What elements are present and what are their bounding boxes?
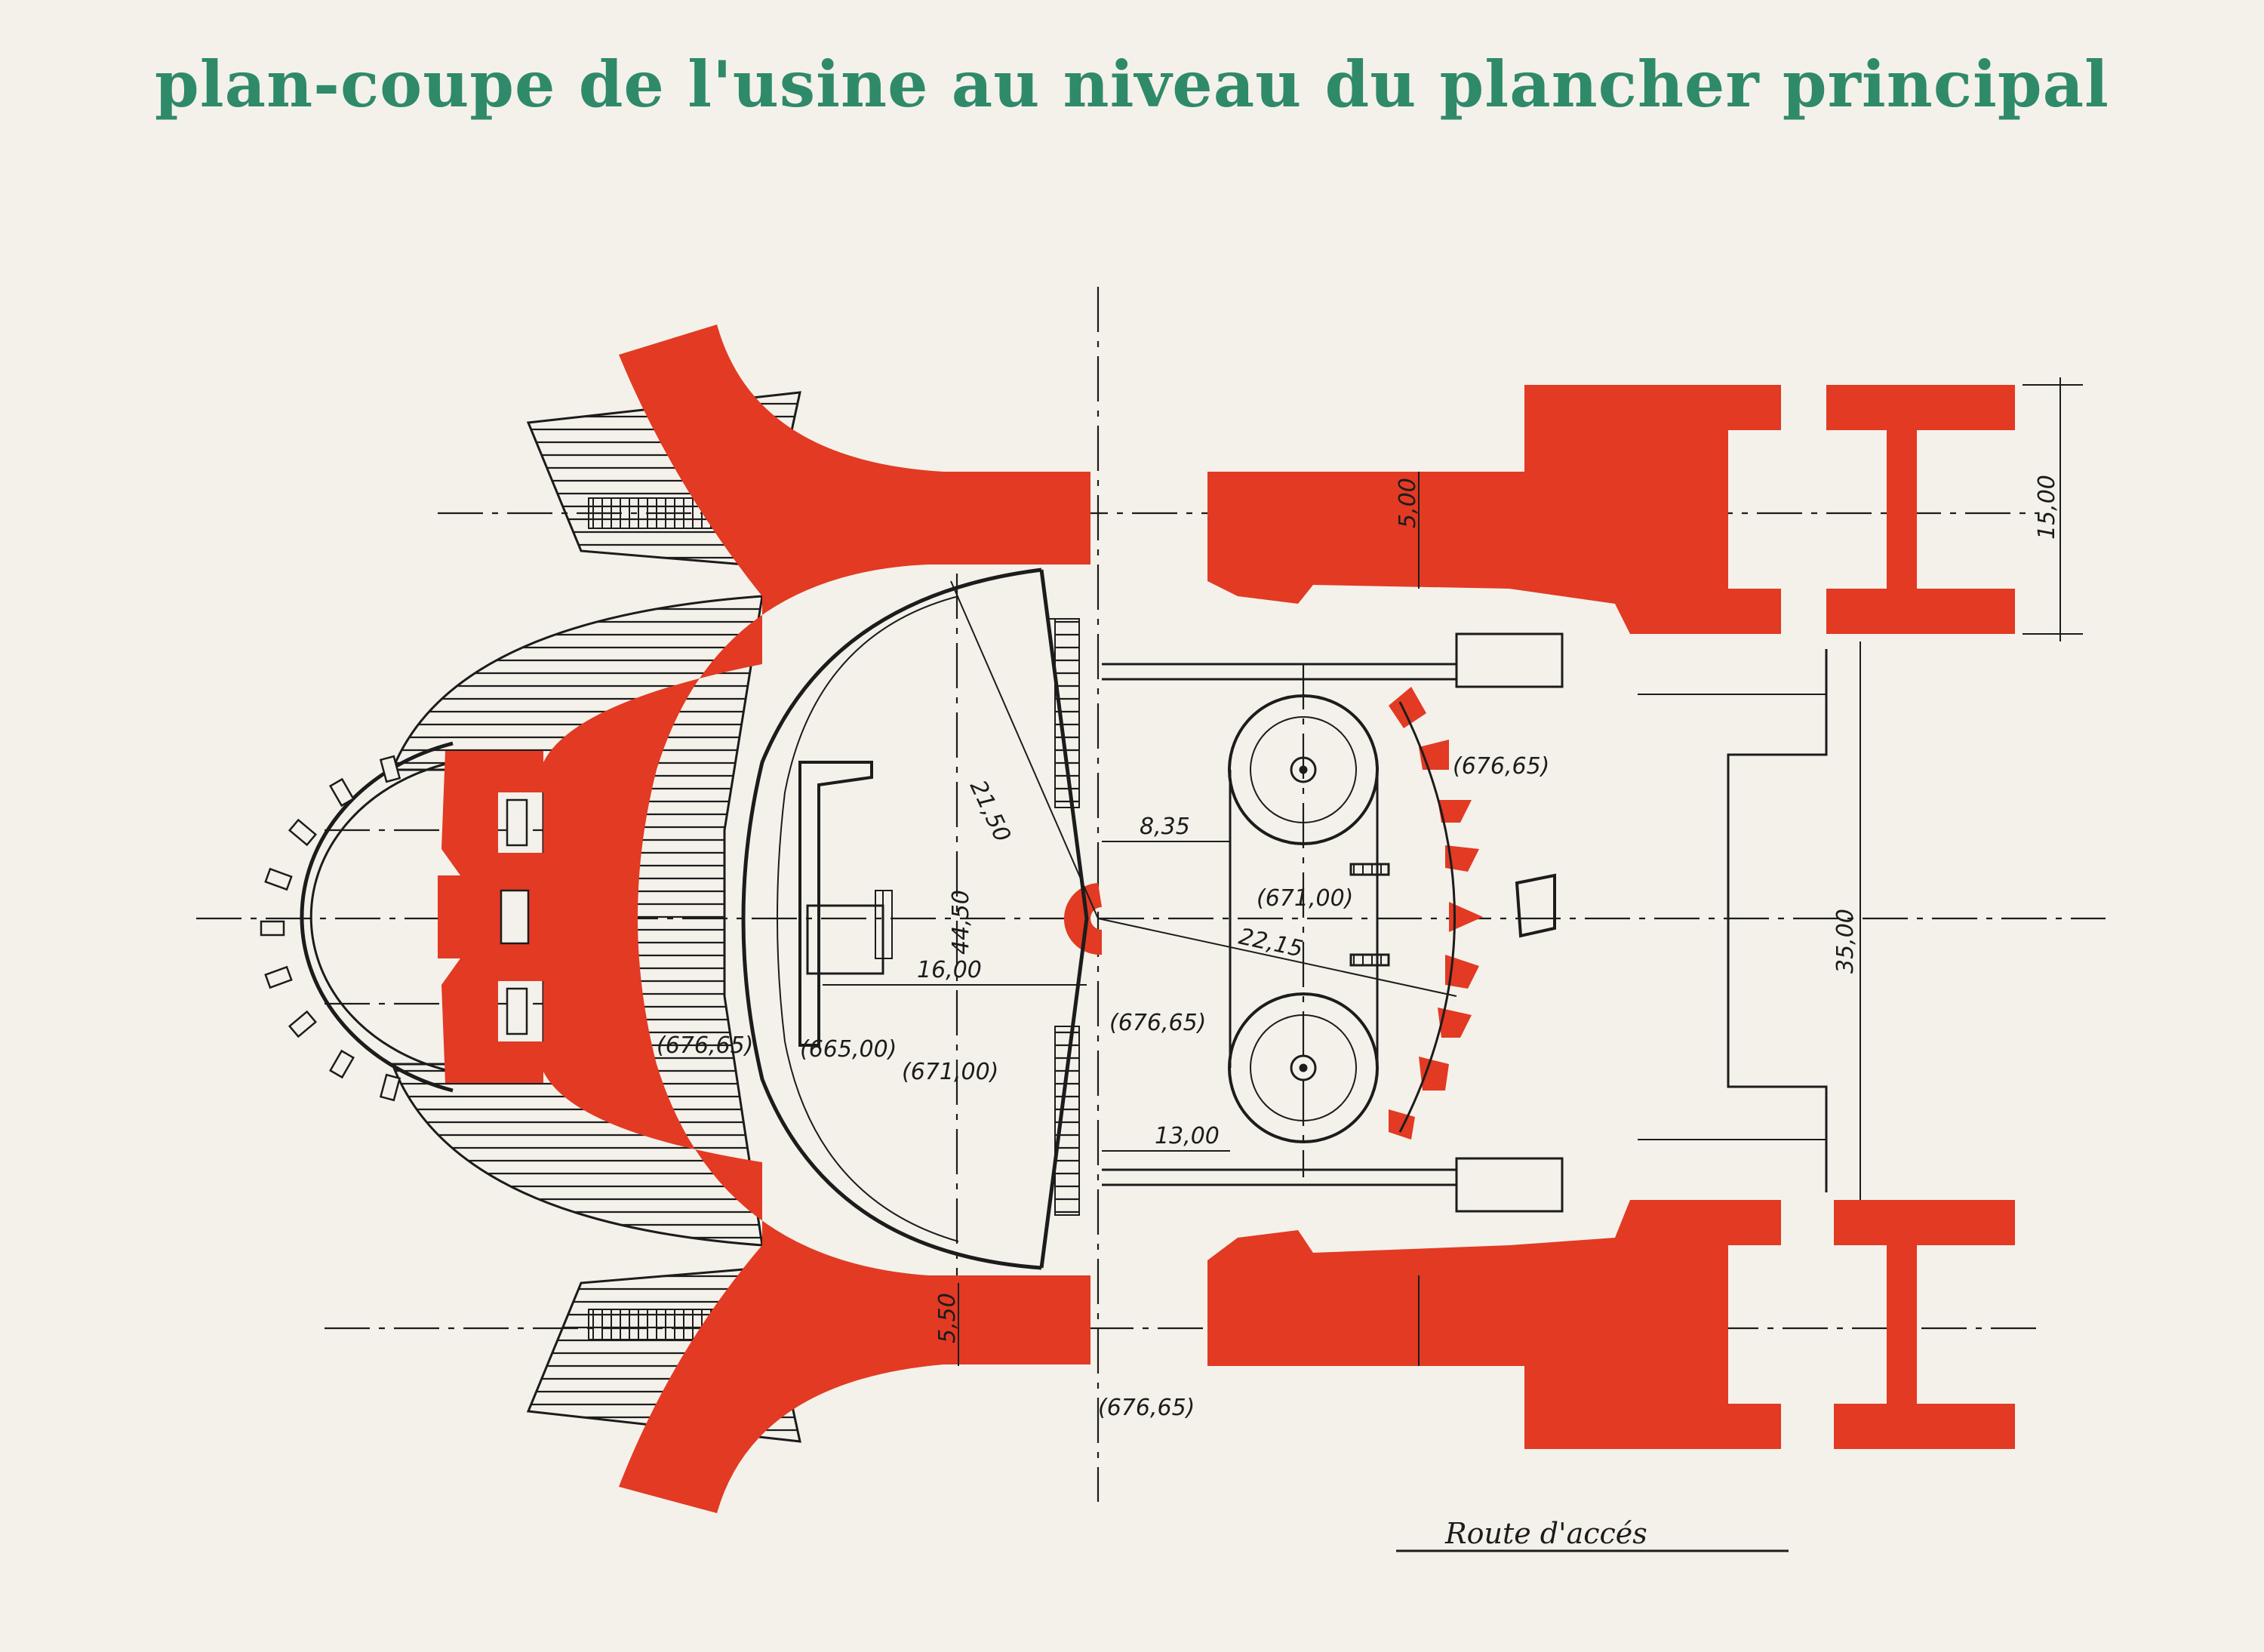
dim-offset-top: 8,35 xyxy=(1140,814,1190,840)
dim-center-offset: 16,00 xyxy=(917,957,982,983)
elev-bottom: (676,65) xyxy=(1098,1395,1195,1421)
dim-wall-bottom: 5,50 xyxy=(934,1293,961,1343)
page-title: plan-coupe de l'usine au niveau du planc… xyxy=(155,47,2109,122)
elev-left: (676,65) xyxy=(657,1032,753,1059)
elevation-texts: (676,65) (671,00) (676,65) (676,65) (665… xyxy=(657,753,1549,1421)
elev-right-top: (676,65) xyxy=(1453,753,1549,780)
rails xyxy=(1102,632,1828,1213)
dim-wall-top: 5,00 xyxy=(1395,478,1421,528)
elev-chamber-bottom: (671,00) xyxy=(902,1059,998,1085)
elev-center: (671,00) xyxy=(1257,885,1353,912)
elev-chamber-left: (665,00) xyxy=(800,1036,897,1063)
dim-radius-large: 21,50 xyxy=(964,777,1016,847)
dim-chamber-width: 44,50 xyxy=(948,890,974,955)
elev-mid-right: (676,65) xyxy=(1109,1010,1206,1036)
dim-radius-small: 22,15 xyxy=(1236,924,1305,963)
turbine-frame xyxy=(1229,770,1556,1068)
dim-axis-width: 35,00 xyxy=(1832,909,1859,974)
sluice-gates xyxy=(1389,687,1483,1140)
dimension-texts: 5,00 5,50 15,00 35,00 21,50 22,15 44,50 … xyxy=(917,475,2060,1343)
dim-offset-bottom: 13,00 xyxy=(1155,1123,1220,1149)
inner-chamber xyxy=(741,568,1089,1270)
access-road-label: Route d'accés xyxy=(1444,1517,1647,1550)
concrete-walls xyxy=(438,325,2015,1513)
dim-right-height: 15,00 xyxy=(2034,475,2060,540)
gate-arc xyxy=(1398,701,1456,1133)
circular-tower xyxy=(260,741,454,1102)
dimension-lines xyxy=(823,377,2083,1552)
tower-openings xyxy=(500,798,530,1035)
